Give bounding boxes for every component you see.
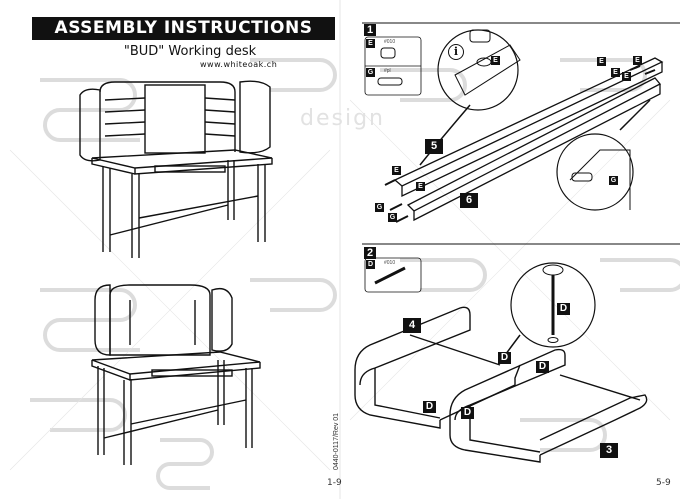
part-number-4: 4 (403, 318, 421, 333)
step1-frame (362, 22, 680, 223)
watermark-text: design (300, 106, 385, 131)
step1-part-g-label: #pl (384, 68, 391, 74)
step2-number: 2 (364, 247, 376, 259)
step2-part-d-letter: D (366, 260, 375, 269)
callout-d-4: D (423, 401, 436, 413)
page-title: ASSEMBLY INSTRUCTIONS (32, 17, 335, 40)
callout-g-2: G (388, 213, 397, 222)
callout-e-5: E (633, 56, 642, 65)
callout-e-2: E (597, 57, 606, 66)
product-name: "BUD" Working desk (123, 44, 257, 59)
part-number-3: 3 (600, 443, 618, 458)
watermark-crosses (9, 99, 671, 471)
step1-part-e-letter: E (366, 39, 375, 48)
watermark-logos (30, 58, 680, 490)
callout-d-3: D (536, 361, 549, 373)
callout-d-zoom: D (557, 303, 570, 315)
callout-e-3: E (611, 68, 620, 77)
callout-e-7: E (416, 182, 425, 191)
step1-number: 1 (364, 24, 376, 36)
part-number-5: 5 (425, 139, 443, 154)
step1-part-e-label: #010 (384, 39, 396, 45)
website-url: www.whiteoak.ch (200, 60, 278, 69)
callout-e-6: E (392, 166, 401, 175)
step2-part-d-label: #010 (384, 260, 396, 266)
desk-drawing-closed (91, 284, 261, 465)
part-number-6: 6 (460, 193, 478, 208)
info-icon: i (448, 44, 464, 60)
callout-e-1: E (491, 56, 500, 65)
callout-d-2: D (498, 352, 511, 364)
callout-g-3: G (609, 176, 618, 185)
callout-e-4: E (622, 72, 631, 81)
callout-d-5: D (461, 407, 474, 419)
step1-part-g-letter: G (366, 68, 375, 77)
desk-drawing-open (79, 80, 273, 258)
document-code: 0440-0117/Rev 01 (333, 412, 340, 470)
callout-g-1: G (375, 203, 384, 212)
page-number-right: 5-9 (656, 478, 671, 488)
step2-frame (354, 243, 680, 463)
page-number-left: 1-9 (327, 478, 342, 488)
